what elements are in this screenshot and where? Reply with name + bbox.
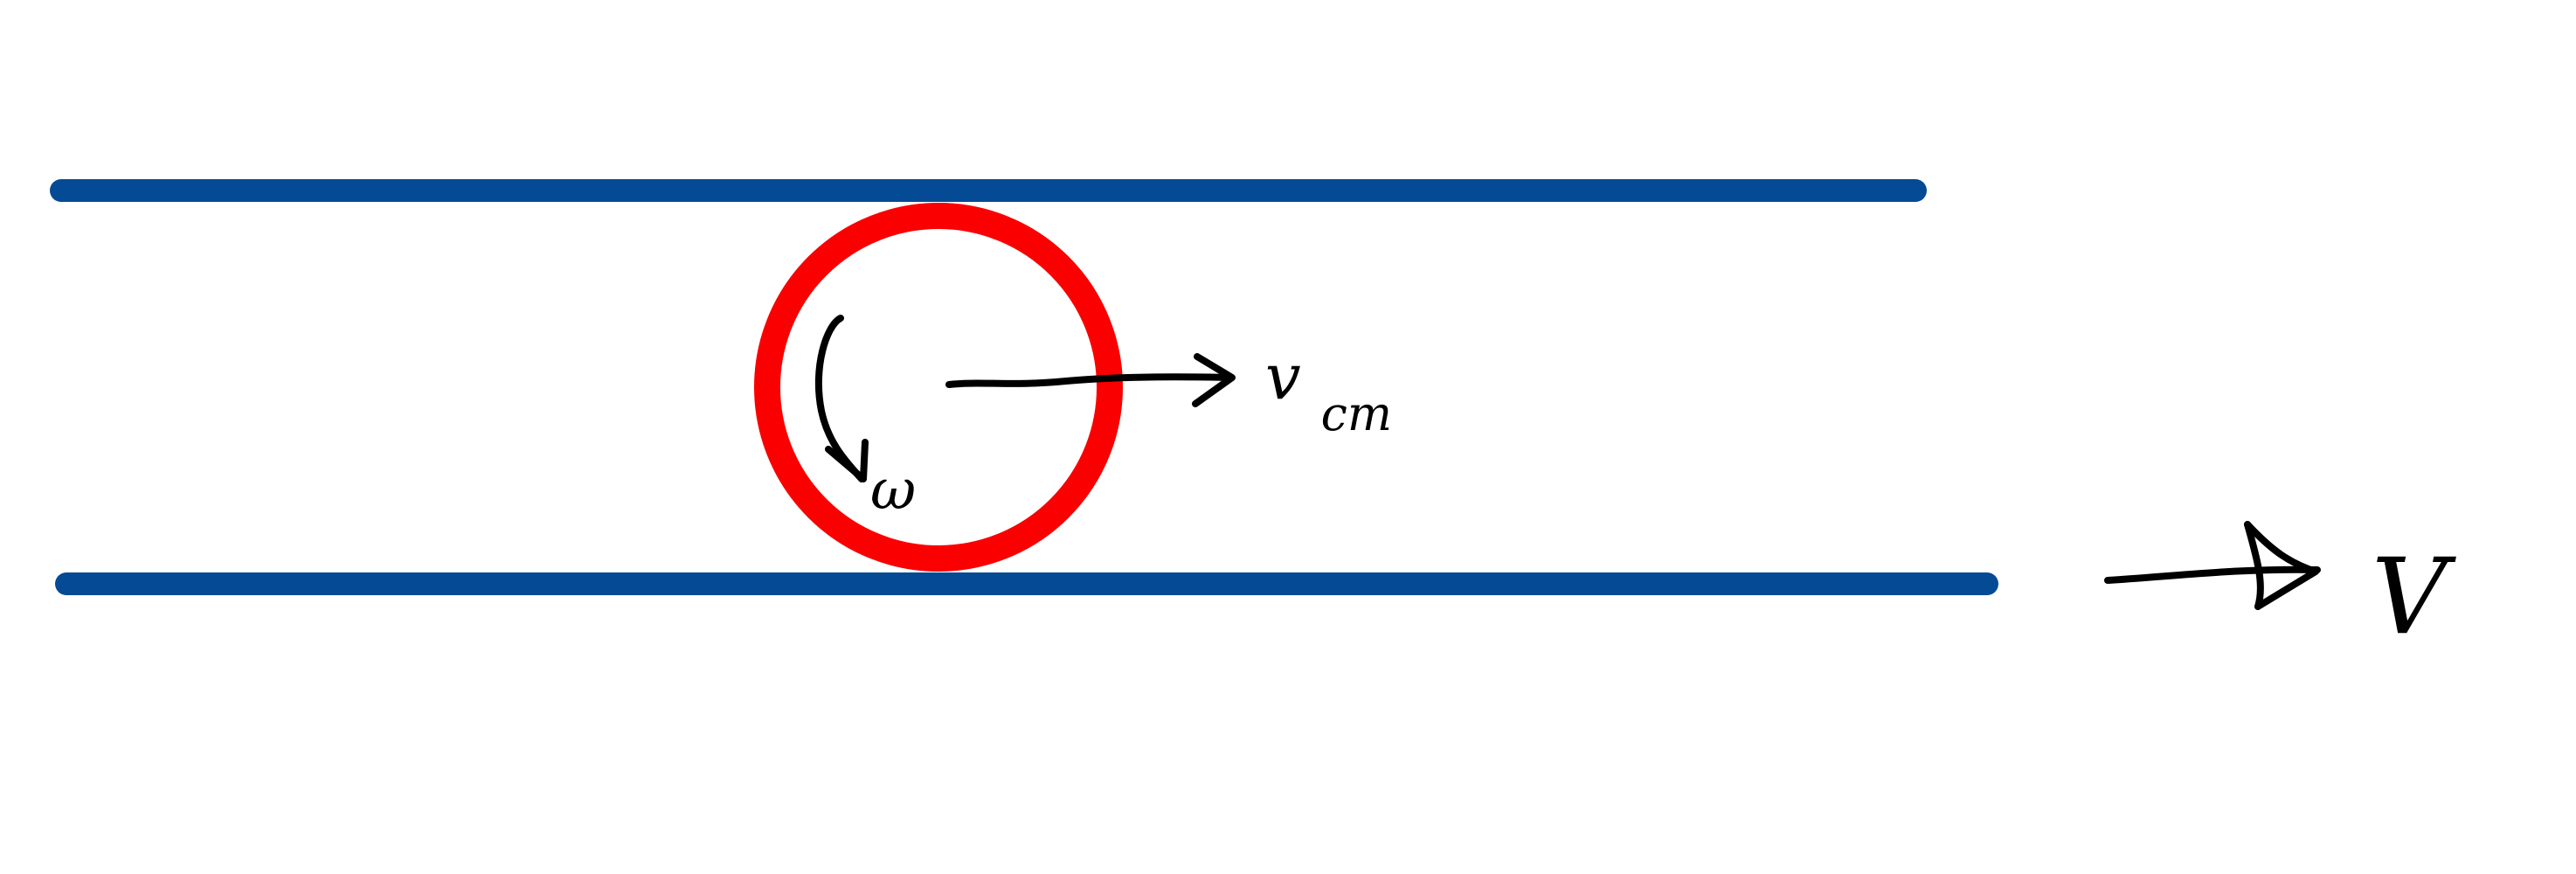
omega-label: ω: [870, 458, 916, 523]
v-cm-label: v cm: [1265, 340, 1392, 441]
v-cm-subscript: cm: [1321, 386, 1392, 441]
right-arrow-icon: [945, 353, 1236, 407]
clockwise-arrow-icon: [814, 315, 869, 482]
v-cm-main: v: [1265, 340, 1301, 413]
right-arrow-icon: [2104, 521, 2321, 610]
rolling-wheel: [754, 203, 1123, 572]
plate-velocity-label: V: [2372, 537, 2456, 658]
